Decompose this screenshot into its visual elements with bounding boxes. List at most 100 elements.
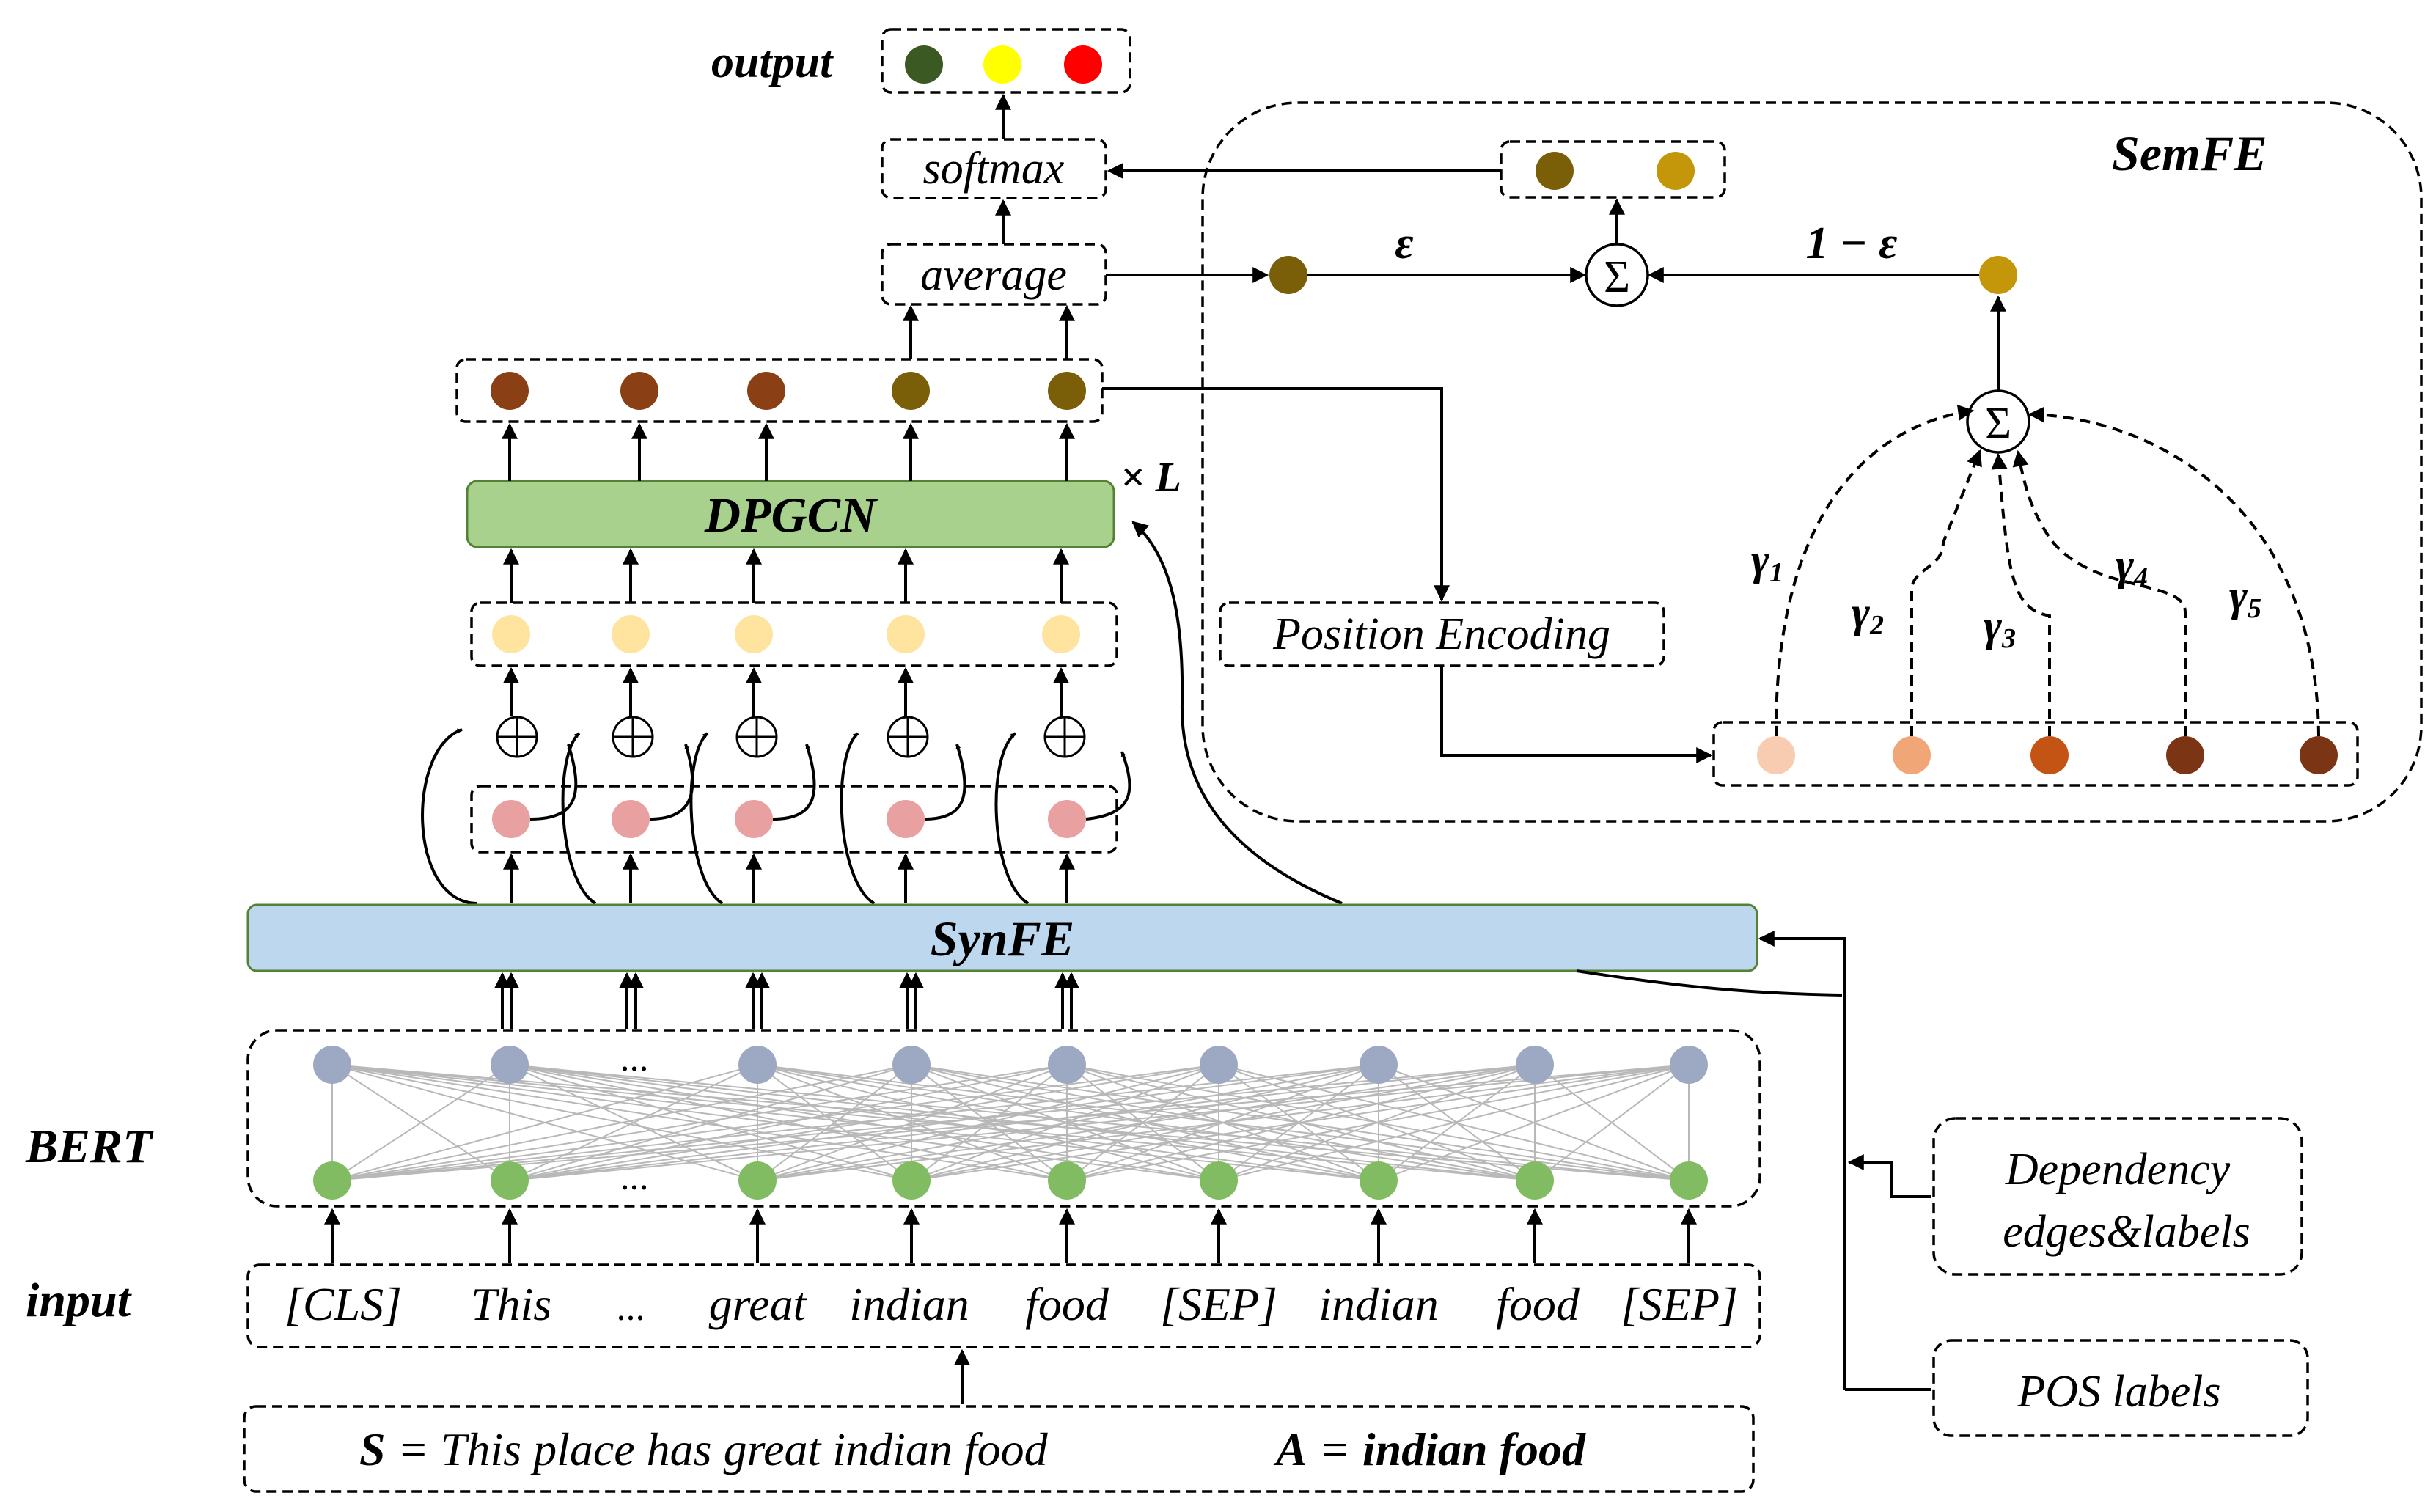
- bert-bottom-node: [313, 1161, 351, 1200]
- syn-node-box: [470, 785, 1118, 854]
- eps-node: [1269, 256, 1307, 294]
- times-l-label: × L: [1120, 453, 1181, 501]
- bert-bottom-node: [1516, 1161, 1554, 1200]
- input-token: food: [1496, 1278, 1580, 1330]
- bert-top-node: [892, 1046, 931, 1084]
- pos-labels-box: [1932, 1339, 2309, 1437]
- dependency-label: Dependency: [2005, 1145, 2231, 1194]
- bert-top-node: [1048, 1046, 1086, 1084]
- input-token: food: [1025, 1278, 1109, 1330]
- bert-top-node: [1670, 1046, 1708, 1084]
- bert-top-node: [1360, 1046, 1398, 1084]
- gamma-label: γ4: [2116, 540, 2148, 593]
- fused-node: [492, 615, 530, 653]
- dependency-box: [1932, 1117, 2303, 1276]
- bert-bottom-node: [491, 1161, 529, 1200]
- synfe-block: [246, 903, 1758, 972]
- fused-node: [735, 615, 773, 653]
- semfe-label: SemFE: [2112, 125, 2267, 181]
- plus-icon: [887, 716, 929, 758]
- dpgcn-output-node: [892, 372, 930, 410]
- gamma-label: γ1: [1751, 535, 1783, 588]
- synfe-to-plus-curves: [421, 728, 1030, 905]
- bert-to-synfe-arrows: [494, 972, 1079, 1029]
- semantic-node: [1893, 736, 1931, 774]
- pos-labels-label: POS labels: [2017, 1367, 2220, 1417]
- position-encoding-label: Position Encoding: [1272, 609, 1610, 659]
- plus-icon: [612, 716, 654, 758]
- semantic-node-box: [1712, 721, 2359, 787]
- output-node: [1064, 45, 1102, 84]
- dpgcn-output-node: [620, 372, 658, 410]
- output-node: [983, 45, 1021, 84]
- semantic-node: [1757, 736, 1795, 774]
- bert-bottom-node: [1200, 1161, 1238, 1200]
- average-label: average: [920, 250, 1067, 300]
- bert-bottom-node: [738, 1161, 777, 1200]
- synfe-label: SynFE: [931, 911, 1075, 966]
- bert-bottom-node: [1670, 1161, 1708, 1200]
- bert-top-node: [313, 1046, 351, 1084]
- dependency-label: edges&labels: [2003, 1207, 2250, 1257]
- weighted-sum-symbol: Σ: [1604, 252, 1630, 302]
- input-token: [SEP]: [1621, 1278, 1738, 1330]
- plus-icon: [1043, 716, 1086, 758]
- input-label: input: [26, 1274, 132, 1327]
- fused-to-dpgcn-arrows: [503, 548, 1069, 603]
- syn-node: [612, 800, 650, 838]
- bert-top-node: [1200, 1046, 1238, 1084]
- arrow-dependency-to-line: [1847, 1154, 1931, 1198]
- plus-icon: [496, 716, 538, 758]
- sentence-box: [243, 1405, 1755, 1493]
- input-token: indian: [1318, 1278, 1439, 1330]
- input-token: [SEP]: [1160, 1278, 1277, 1330]
- concat-operators: [496, 716, 1086, 758]
- sentence-s: S = This place has great indian food: [359, 1423, 1049, 1475]
- input-token-box: [246, 1263, 1761, 1348]
- bert-bottom-node: [892, 1161, 931, 1200]
- input-token: ...: [617, 1287, 645, 1329]
- plus-to-fused-arrows: [503, 667, 1069, 716]
- syn-to-plus-curves: [529, 744, 1131, 821]
- dpgcn-block: [466, 480, 1115, 548]
- output-node: [905, 45, 943, 84]
- arrow-dpo-to-position-encoding: [1102, 387, 1450, 602]
- semfe-container: [1201, 101, 2423, 823]
- dpgcn-output-node: [491, 372, 529, 410]
- output-box: [881, 28, 1131, 94]
- syn-node: [887, 800, 925, 838]
- syn-node: [1048, 800, 1086, 838]
- input-token: [CLS]: [285, 1278, 402, 1330]
- bert-connections: [331, 1064, 1690, 1181]
- fused-node: [887, 615, 925, 653]
- syn-node: [735, 800, 773, 838]
- synfe-to-syn-arrows: [503, 853, 1075, 903]
- semantic-node: [2030, 736, 2069, 774]
- bert-top-node: [1516, 1046, 1554, 1084]
- bert-label: BERT: [25, 1120, 154, 1173]
- dpgcn-to-output-arrows: [502, 422, 1075, 481]
- semfe-pair-node: [1657, 152, 1695, 190]
- arrow-external-to-synfe: [1758, 931, 1846, 1390]
- one-minus-eps-node: [1979, 256, 2017, 294]
- gamma-attention-edges: [1774, 404, 2320, 737]
- softmax-label: softmax: [923, 144, 1065, 194]
- arrow-position-encoding-to-semantic: [1440, 666, 1713, 763]
- one-minus-epsilon-label: 1 − ε: [1806, 219, 1898, 268]
- input-token: great: [709, 1278, 808, 1330]
- semfe-pair-box: [1500, 140, 1726, 199]
- input-tokens: [CLS] This ... great indian food [SEP] i…: [285, 1278, 1738, 1330]
- plus-icon: [735, 716, 778, 758]
- arrow-synfe-bottom-curve: [1576, 969, 1843, 997]
- bert-top-node: [491, 1046, 529, 1084]
- dpgcn-output-node: [747, 372, 785, 410]
- gamma-sum-symbol: Σ: [1985, 399, 2011, 449]
- semfe-pair-node: [1536, 152, 1574, 190]
- dpgcn-label: DPGCN: [704, 487, 878, 543]
- sentence-a: A = indian food: [1273, 1423, 1586, 1475]
- softmax-box: [881, 138, 1107, 199]
- bert-bottom-node: [1360, 1161, 1398, 1200]
- input-to-bert-arrows: [324, 1208, 1697, 1263]
- bert-box: [246, 1029, 1761, 1208]
